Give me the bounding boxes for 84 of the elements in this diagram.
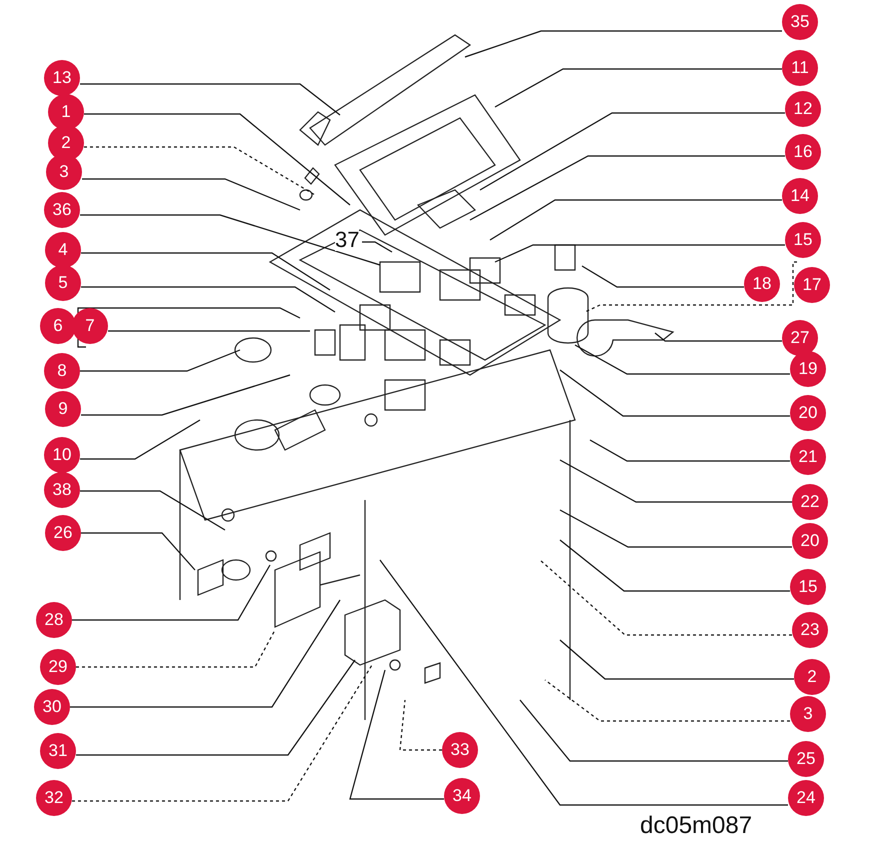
callout-number: 21 xyxy=(790,439,826,475)
leader-line xyxy=(480,112,785,191)
leader-line xyxy=(582,265,744,288)
leader-line xyxy=(560,459,792,503)
leader-line xyxy=(574,344,790,375)
callout-number: 11 xyxy=(782,50,818,86)
leader-line xyxy=(72,564,271,621)
leader-line xyxy=(494,68,782,108)
leader-line xyxy=(520,700,788,762)
callout-number: 4 xyxy=(45,232,81,268)
leader-line xyxy=(540,560,792,636)
leader-line xyxy=(108,330,310,332)
leader-line xyxy=(464,30,782,58)
leader-line xyxy=(654,332,782,342)
leader-line xyxy=(84,146,316,196)
leader-line xyxy=(590,439,790,462)
callout-number: 36 xyxy=(44,192,80,228)
leader-line xyxy=(76,630,276,668)
leader-line xyxy=(399,700,442,751)
leader-line xyxy=(80,419,200,460)
leader-line xyxy=(560,370,790,417)
callout-number: 34 xyxy=(444,778,480,814)
leader-line xyxy=(80,83,340,116)
leader-line xyxy=(80,490,226,531)
callout-number: 29 xyxy=(40,649,76,685)
callout-number: 1 xyxy=(48,94,84,130)
callout-number: 6 xyxy=(40,308,76,344)
leader-line xyxy=(81,252,330,290)
callout-number: 7 xyxy=(72,308,108,344)
callout-number: 28 xyxy=(36,602,72,638)
callout-number: 12 xyxy=(785,91,821,127)
callout-number: 24 xyxy=(788,780,824,816)
callout-number: 8 xyxy=(44,353,80,389)
callout-number: 32 xyxy=(36,780,72,816)
callout-number: 38 xyxy=(44,472,80,508)
leader-line xyxy=(470,155,785,221)
drawing-number: dc05m087 xyxy=(640,812,752,840)
leader-line xyxy=(490,199,782,241)
callout-number: 16 xyxy=(785,134,821,170)
callout-number: 30 xyxy=(34,689,70,725)
leader-line xyxy=(80,349,240,372)
callout-number: 23 xyxy=(792,612,828,648)
callout-number: 3 xyxy=(790,696,826,732)
callout-number: 9 xyxy=(45,391,81,427)
callout-number: 5 xyxy=(45,265,81,301)
callout-number: 31 xyxy=(40,733,76,769)
callout-number: 27 xyxy=(782,320,818,356)
leader-line xyxy=(544,680,790,722)
leader-line xyxy=(76,660,356,756)
callout-number: 37 xyxy=(335,229,360,251)
leader-line xyxy=(82,178,300,211)
callout-number: 15 xyxy=(785,222,821,258)
callout-number: 17 xyxy=(794,267,830,303)
leader-line xyxy=(84,113,350,206)
callout-number: 25 xyxy=(788,741,824,777)
leader-line xyxy=(349,670,444,800)
leader-line xyxy=(494,244,785,263)
leader-line xyxy=(560,540,790,592)
leader-line xyxy=(584,261,798,313)
callout-number: 20 xyxy=(792,523,828,559)
callout-number: 3 xyxy=(46,154,82,190)
leader-line xyxy=(560,509,792,548)
leader-line xyxy=(77,307,301,348)
callout-number: 18 xyxy=(744,266,780,302)
leader-line xyxy=(380,560,788,806)
callout-number: 15 xyxy=(790,569,826,605)
leader-line xyxy=(560,640,794,680)
callout-number: 13 xyxy=(44,60,80,96)
callout-number: 35 xyxy=(782,4,818,40)
leader-line xyxy=(70,600,340,708)
callout-number: 26 xyxy=(45,515,81,551)
callout-number: 14 xyxy=(782,178,818,214)
callout-number: 19 xyxy=(790,351,826,387)
callout-number: 10 xyxy=(44,437,80,473)
leader-line xyxy=(81,374,290,416)
leader-line xyxy=(72,664,373,802)
leader-line xyxy=(80,214,380,266)
callout-number: 2 xyxy=(794,659,830,695)
callout-number: 20 xyxy=(790,395,826,431)
leader-line xyxy=(362,241,392,253)
callout-number: 33 xyxy=(442,732,478,768)
leader-line xyxy=(81,532,196,570)
leader-line xyxy=(81,286,336,312)
callout-number: 22 xyxy=(792,484,828,520)
